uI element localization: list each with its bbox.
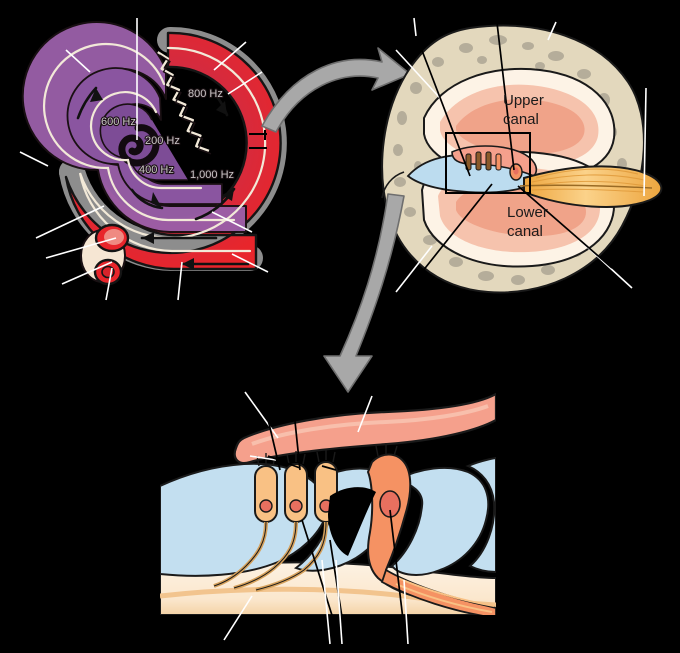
spiral-leader-lines (19, 18, 269, 301)
tunnel-of-corti (328, 487, 376, 556)
inset-box (445, 132, 531, 194)
frequency-label-1000: 1,000 Hz (190, 169, 234, 181)
detail-leader-lines (223, 391, 409, 645)
helicotrema (118, 124, 160, 167)
outer-tunnel-wall (390, 466, 490, 576)
tectorial-membrane (233, 392, 496, 465)
upper-canal-label-line1: Upper (503, 92, 544, 109)
tectorial-membrane-highlight (251, 404, 489, 446)
frequency-label-800: 800 Hz (188, 88, 223, 100)
frequency-label-200: 200 Hz (145, 135, 180, 147)
traveling-wave-squiggle (157, 51, 210, 152)
traveling-wave-squiggle-shadow (159, 54, 212, 155)
oval-window (94, 223, 130, 253)
outer-hair-cell (213, 465, 278, 588)
upper-canal-label-line2: canal (503, 111, 539, 128)
spiral-cut-plane-marks (249, 130, 267, 149)
spiral-inner-turns (21, 21, 247, 233)
cochlear-duct (381, 145, 538, 199)
cochlear-nerve-bundle (519, 165, 663, 208)
lower-canal-label-line1: Lower (507, 204, 548, 221)
spiral-flow-arrows (76, 86, 250, 270)
arrow-cross-section-to-detail (323, 193, 405, 393)
frequency-label-400: 400 Hz (139, 164, 174, 176)
inner-hair-cell (367, 443, 441, 600)
outer-hair-cell (233, 463, 308, 590)
organ-of-corti-panel (160, 392, 496, 615)
cochlea-cross-section-panel (381, 13, 663, 294)
lateral-wall-right (465, 456, 496, 574)
cross-section-leader-lines (395, 13, 647, 293)
cochlea-spiral-panel (19, 18, 287, 301)
lower-canal-label-line2: canal (507, 223, 543, 240)
frequency-label-600: 600 Hz (101, 116, 136, 128)
